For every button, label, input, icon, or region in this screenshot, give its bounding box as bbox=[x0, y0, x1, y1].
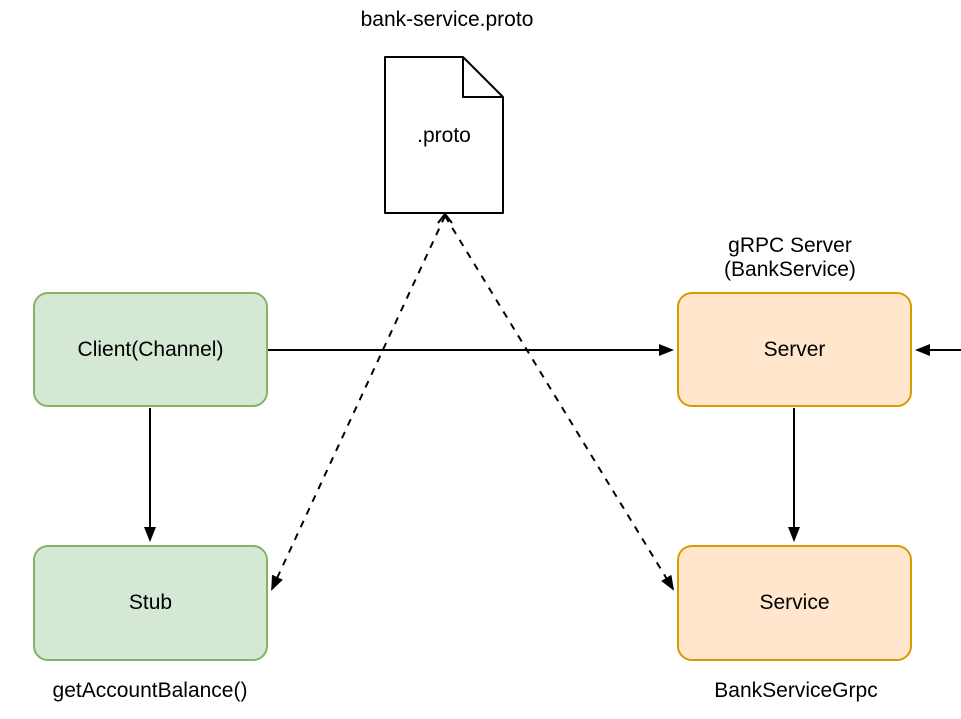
node-client-label: Client(Channel) bbox=[77, 337, 224, 361]
edge-protodoc-to-stub bbox=[271, 215, 446, 591]
node-server-label: Server bbox=[763, 337, 826, 361]
node-client: Client(Channel) bbox=[33, 292, 268, 407]
service-caption: BankServiceGrpc bbox=[714, 679, 878, 702]
server-caption-line2: (BankService) bbox=[724, 258, 856, 281]
proto-file-label: .proto bbox=[417, 124, 471, 147]
protodoc-open-arrowhead bbox=[437, 212, 453, 224]
stub-caption: getAccountBalance() bbox=[52, 679, 248, 702]
node-service: Service bbox=[677, 545, 912, 661]
node-stub: Stub bbox=[33, 545, 268, 661]
edge-protodoc-to-service bbox=[444, 215, 675, 591]
node-service-label: Service bbox=[759, 591, 830, 614]
node-server: Server bbox=[677, 292, 912, 407]
server-caption: gRPC Server (BankService) bbox=[670, 234, 910, 282]
server-caption-line1: gRPC Server bbox=[728, 234, 852, 257]
node-stub-label: Stub bbox=[128, 591, 173, 614]
proto-file-title: bank-service.proto bbox=[360, 8, 534, 31]
proto-file-fold bbox=[462, 57, 503, 98]
